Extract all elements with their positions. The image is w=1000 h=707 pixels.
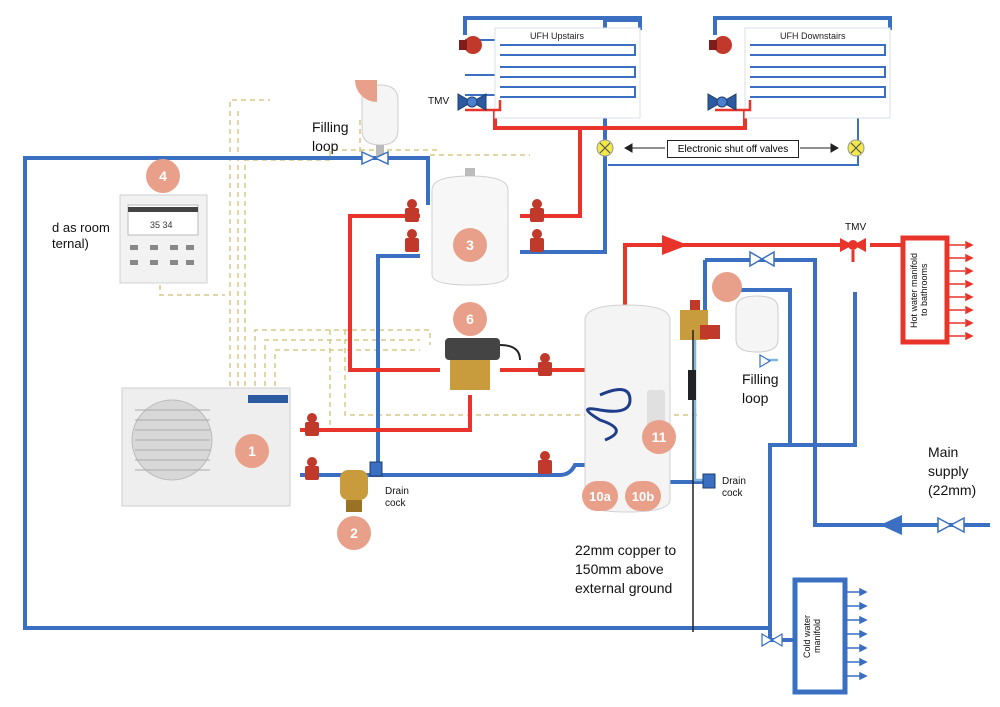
- electronic-valves-label: Electronic shut off valves: [667, 140, 799, 158]
- pump-icon: [709, 36, 732, 54]
- valve-icon: [749, 250, 775, 268]
- expansion-vessel-icon: [735, 295, 779, 369]
- hot-manifold-label: Hot water manifold to bathrooms: [909, 252, 929, 328]
- controller-display: 35 34: [150, 220, 173, 230]
- badge-immersion: 11: [642, 420, 676, 454]
- room-sensor-note: d as room ternal): [52, 220, 110, 251]
- badge-10b: 10b: [625, 481, 661, 511]
- ufh-upstairs-label: UFH Upstairs: [530, 31, 585, 41]
- filling-loop-label: Filling loop: [742, 371, 779, 406]
- valve-icon: [937, 516, 965, 534]
- drain-cock-label: Drain cock: [385, 486, 409, 509]
- badge-unvented: [712, 272, 742, 302]
- tmv-label: TMV: [428, 96, 450, 107]
- drain-cock-label: Drain cock: [722, 476, 746, 499]
- tmv-valve-icon: [707, 93, 737, 111]
- badge-controller: 4: [146, 159, 180, 193]
- hot-manifold-box: [900, 235, 950, 345]
- copper-note: 22mm copper to 150mm above external grou…: [575, 542, 677, 596]
- filling-loop-valve-icon: [361, 150, 389, 166]
- cold-pipes: [23, 16, 990, 642]
- cold-manifold-box: [792, 577, 848, 695]
- badge-filter: 2: [337, 516, 371, 550]
- tmv-valve-icon: [457, 93, 487, 111]
- isolation-valve-icon: [305, 199, 552, 480]
- cold-manifold-label: Cold water manifold: [802, 614, 822, 658]
- unvented-kit-icon: [680, 300, 720, 400]
- pump-icon: [459, 36, 482, 54]
- ufh-downstairs-label: UFH Downstairs: [780, 31, 846, 41]
- room-controller-icon: [119, 194, 208, 284]
- cold-outlets: [845, 587, 868, 681]
- shutoff-valve-icon: [596, 139, 614, 157]
- badge-diverter: 6: [453, 302, 487, 336]
- valve-icon: [761, 632, 783, 648]
- badge-buffer: 3: [453, 228, 487, 262]
- badge-10a: 10a: [582, 481, 618, 511]
- shutoff-valve-icon: [847, 139, 865, 157]
- badge-heat-pump: 1: [235, 434, 269, 468]
- flow-arrow-icon: [662, 235, 688, 255]
- hot-water-cylinder-icon: [584, 304, 671, 513]
- magnetic-filter-icon: [340, 461, 383, 512]
- filling-loop-label: Filling loop: [312, 119, 349, 154]
- main-supply-label: Main supply (22mm): [928, 444, 977, 498]
- tmv-label: TMV: [845, 222, 867, 233]
- buffer-tank-icon: [431, 168, 509, 286]
- tmv-valve-icon: [840, 238, 866, 262]
- diverter-valve-icon: [445, 338, 521, 390]
- flow-arrow-icon: [880, 515, 902, 535]
- hot-outlets: [947, 240, 974, 341]
